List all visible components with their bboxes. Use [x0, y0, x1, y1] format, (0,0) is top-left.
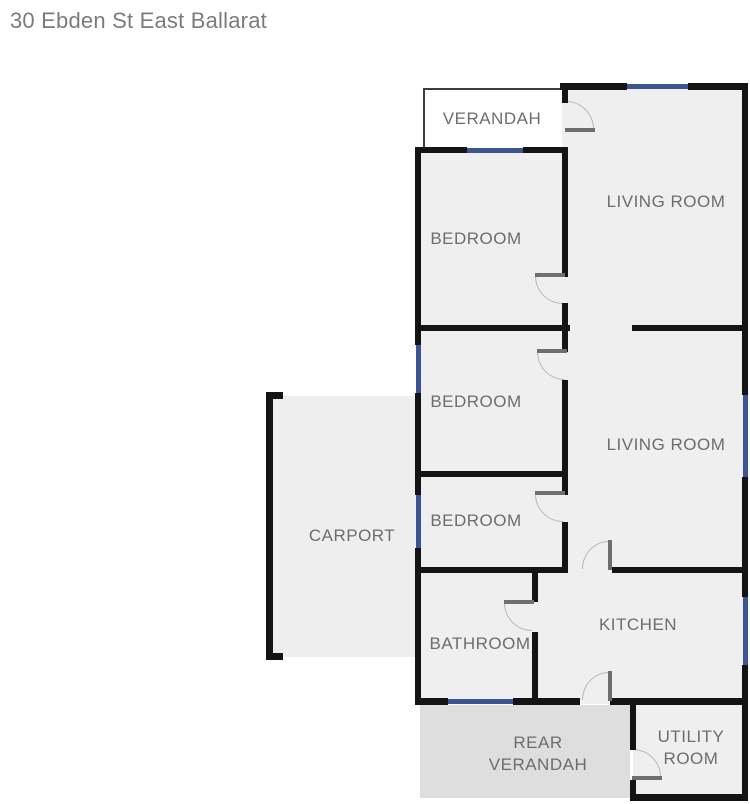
wall-segment: [612, 567, 748, 573]
wall-segment: [415, 393, 421, 495]
wall-segment: [562, 83, 568, 103]
room-label-kitchen: KITCHEN: [598, 615, 678, 634]
wall-segment: [523, 147, 568, 153]
rear-verandah-fill: [420, 705, 630, 798]
wall-segment: [415, 567, 568, 573]
wall-segment: [562, 380, 568, 495]
utility-room-fill: [633, 704, 745, 797]
door-leaf-bedroom-1: [535, 273, 565, 277]
wall-segment: [630, 780, 636, 800]
wall-segment: [630, 698, 636, 750]
plan-title: 30 Ebden St East Ballarat: [10, 8, 267, 33]
room-label-bedroom-1: BEDROOM: [430, 229, 522, 248]
left-rooms-fill: [418, 150, 568, 704]
wall-segment: [532, 632, 538, 705]
wall-segment: [560, 83, 627, 90]
wall-segment: [742, 83, 748, 395]
wall-segment: [415, 471, 567, 477]
room-label-bedroom-2: BEDROOM: [430, 392, 522, 411]
wall-segment: [513, 698, 580, 705]
wall-segment: [632, 325, 748, 331]
room-label-bathroom: BATHROOM: [429, 634, 531, 653]
room-label-bedroom-3: BEDROOM: [430, 511, 522, 530]
window-bed2-left: [416, 345, 421, 393]
door-leaf-kitchen-top: [608, 540, 612, 570]
wall-segment: [415, 147, 421, 345]
wall-segment: [415, 325, 570, 331]
carport-fill: [272, 396, 418, 657]
wall-segment: [415, 147, 467, 153]
door-leaf-bedroom-2: [537, 349, 567, 353]
carport-bracket-bar: [266, 392, 273, 660]
right-rooms-fill: [562, 86, 746, 704]
room-label-living-room-2: LIVING ROOM: [606, 435, 726, 454]
window-living2-right: [743, 395, 748, 477]
door-leaf-kitchen-bottom: [608, 671, 612, 701]
wall-segment: [562, 522, 568, 573]
window-living1-top: [627, 84, 688, 89]
wall-segment: [610, 698, 748, 705]
wall-segment: [630, 794, 748, 801]
window-bathroom-bottom: [448, 699, 513, 704]
door-leaf-verandah: [565, 128, 595, 132]
wall-segment: [415, 698, 448, 705]
wall-segment: [415, 548, 421, 704]
verandah-fill: [423, 88, 562, 150]
room-label-living-room-1: LIVING ROOM: [606, 192, 726, 211]
room-label-verandah: VERANDAH: [442, 109, 542, 128]
window-kitchen-right: [743, 597, 748, 665]
carport-bracket-cap-top: [266, 392, 283, 399]
wall-segment: [688, 83, 748, 90]
carport-bracket-cap-bottom: [266, 653, 283, 660]
wall-segment: [742, 477, 748, 597]
door-leaf-utility: [632, 776, 662, 780]
door-leaf-bedroom-3: [535, 491, 565, 495]
window-bed3-left: [416, 495, 421, 548]
wall-segment: [562, 148, 568, 277]
room-label-carport: CARPORT: [308, 526, 396, 545]
wall-segment: [532, 573, 538, 602]
wall-segment: [742, 665, 748, 800]
door-leaf-bathroom: [504, 600, 534, 604]
wall-segment: [562, 303, 568, 352]
window-verandah-bed1: [467, 148, 523, 153]
